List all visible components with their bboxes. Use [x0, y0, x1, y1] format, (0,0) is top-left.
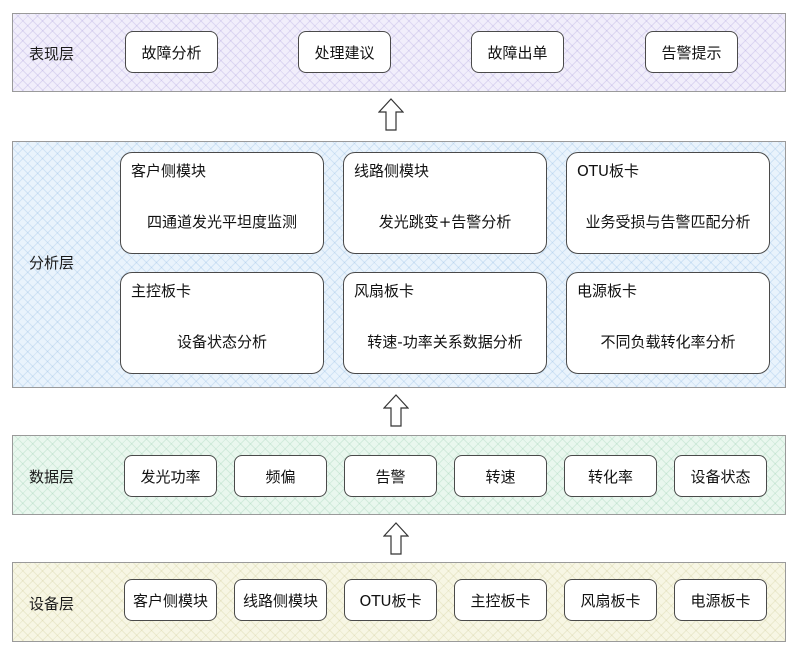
analysis-module-main-control: 主控板卡 设备状态分析 — [120, 272, 324, 374]
up-arrow-icon — [378, 98, 404, 131]
presentation-layer: 表现层 故障分析 处理建议 故障出单 告警提示 — [12, 13, 786, 92]
device-item-line-side-module: 线路侧模块 — [234, 579, 327, 621]
device-item-client-side-module: 客户侧模块 — [124, 579, 217, 621]
module-name: 电源板卡 — [577, 282, 638, 300]
analysis-layer-title: 分析层 — [29, 254, 75, 272]
analysis-module-otu-card: OTU板卡 业务受损与告警匹配分析 — [566, 152, 770, 254]
device-item-main-control-card: 主控板卡 — [454, 579, 547, 621]
device-item-fan-card: 风扇板卡 — [564, 579, 657, 621]
device-layer: 设备层 客户侧模块 线路侧模块 OTU板卡 主控板卡 风扇板卡 电源板卡 — [12, 562, 786, 642]
analysis-module-line-side: 线路侧模块 发光跳变+告警分析 — [343, 152, 547, 254]
analysis-module-fan-card: 风扇板卡 转速-功率关系数据分析 — [343, 272, 547, 374]
device-item-otu-card: OTU板卡 — [344, 579, 437, 621]
module-function: 四通道发光平坦度监测 — [146, 213, 297, 231]
presentation-item-handling-advice: 处理建议 — [298, 31, 391, 73]
device-layer-title: 设备层 — [29, 595, 75, 613]
module-name: 主控板卡 — [131, 282, 192, 300]
data-item-conversion-rate: 转化率 — [564, 455, 657, 497]
module-name: 风扇板卡 — [354, 282, 415, 300]
module-function: 不同负载转化率分析 — [600, 333, 736, 351]
module-name: OTU板卡 — [577, 162, 639, 180]
presentation-item-fault-analysis: 故障分析 — [125, 31, 218, 73]
module-function: 业务受损与告警匹配分析 — [585, 213, 751, 231]
data-layer-title: 数据层 — [29, 468, 75, 486]
device-item-power-card: 电源板卡 — [674, 579, 767, 621]
up-arrow-icon — [383, 522, 409, 555]
presentation-item-alarm-prompt: 告警提示 — [645, 31, 738, 73]
up-arrow-icon — [383, 394, 409, 427]
module-function: 发光跳变+告警分析 — [378, 213, 512, 231]
data-item-frequency-offset: 频偏 — [234, 455, 327, 497]
data-item-optical-power: 发光功率 — [124, 455, 217, 497]
analysis-module-client-side: 客户侧模块 四通道发光平坦度监测 — [120, 152, 324, 254]
module-function: 转速-功率关系数据分析 — [367, 333, 523, 351]
presentation-layer-title: 表现层 — [29, 45, 75, 63]
data-item-device-status: 设备状态 — [674, 455, 767, 497]
module-function: 设备状态分析 — [176, 333, 267, 351]
data-item-rotation-speed: 转速 — [454, 455, 547, 497]
presentation-item-fault-ticket: 故障出单 — [471, 31, 564, 73]
module-name: 客户侧模块 — [131, 162, 207, 180]
module-name: 线路侧模块 — [354, 162, 430, 180]
analysis-layer: 分析层 客户侧模块 四通道发光平坦度监测 线路侧模块 发光跳变+告警分析 OTU… — [12, 141, 786, 388]
data-layer: 数据层 发光功率 频偏 告警 转速 转化率 设备状态 — [12, 435, 786, 515]
data-item-alarm: 告警 — [344, 455, 437, 497]
analysis-module-power-card: 电源板卡 不同负载转化率分析 — [566, 272, 770, 374]
